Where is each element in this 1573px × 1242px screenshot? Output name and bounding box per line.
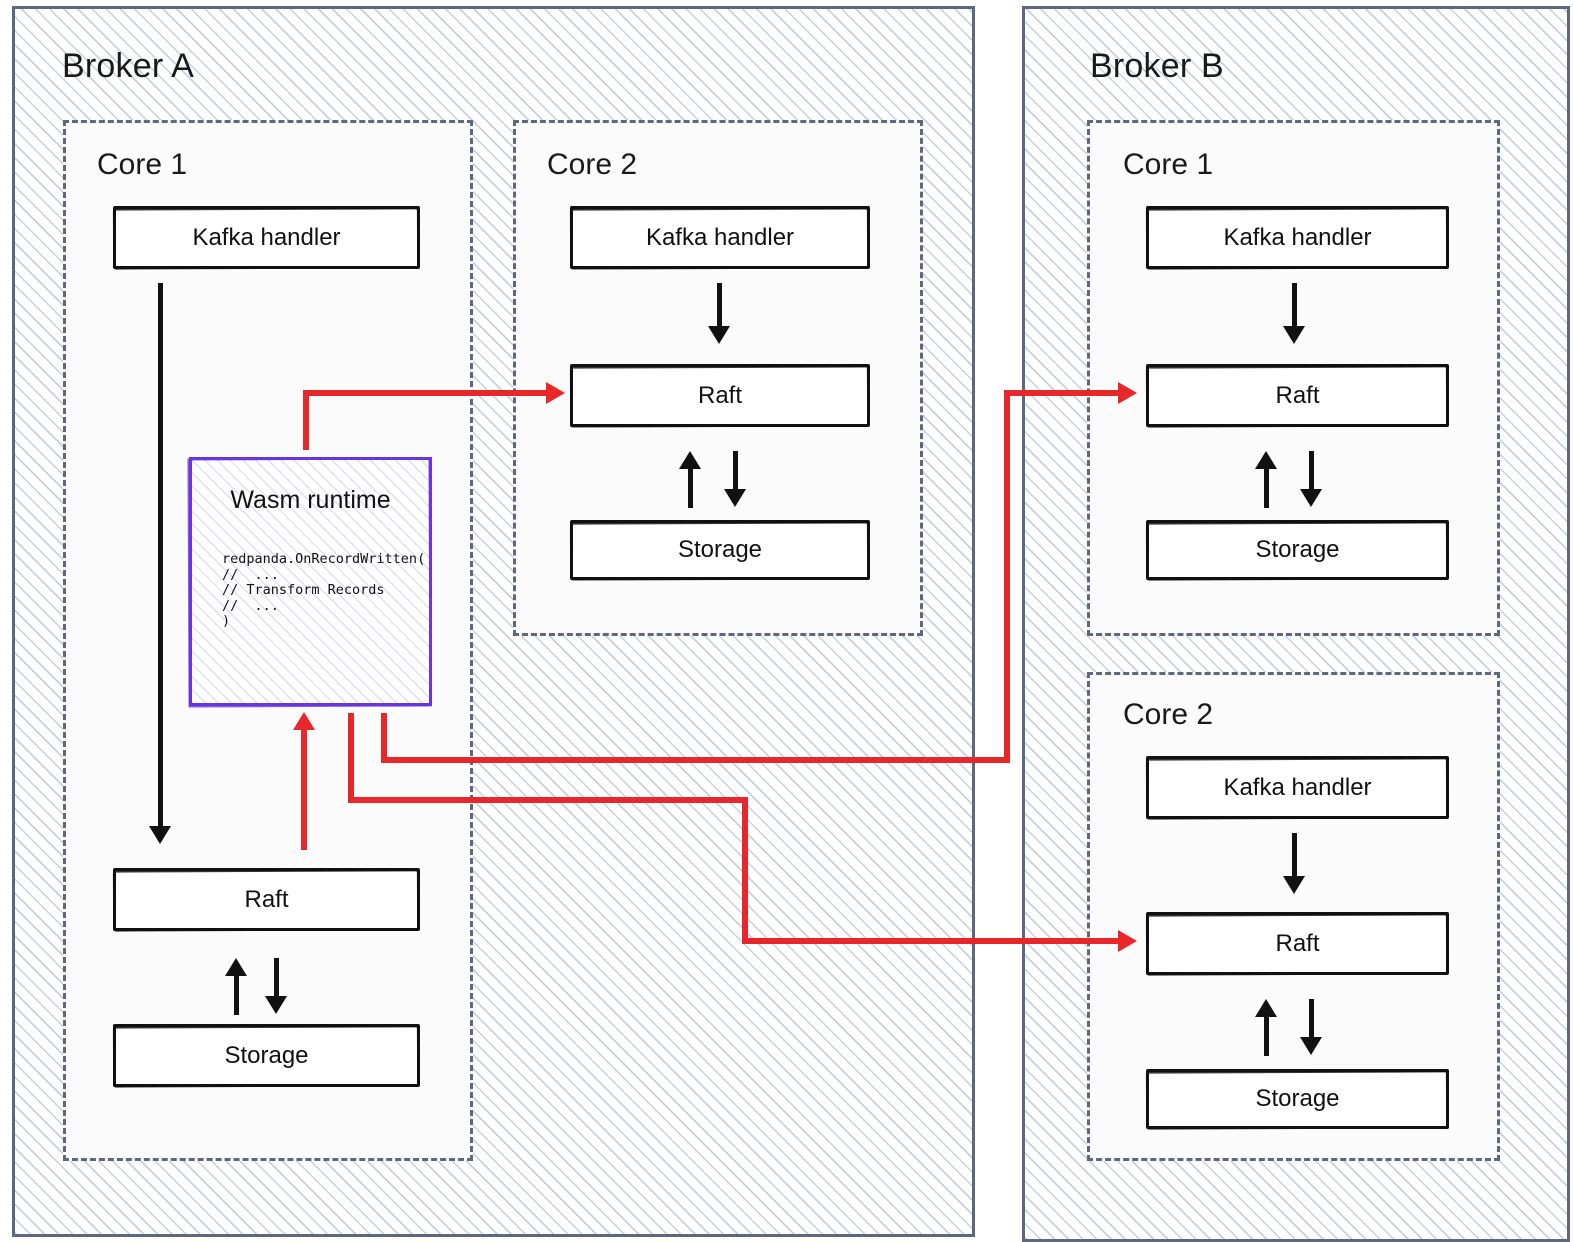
arrow-b1-raft-to-storage-shaft [1309,451,1314,491]
broker-a-title: Broker A [62,47,194,85]
box-b2-raft[interactable]: Raft [1146,912,1449,975]
arrow-b2-kafka-to-raft-head [1283,876,1305,894]
core-a-core-2-title: Core 2 [547,148,638,181]
arrow-b2-kafka-to-raft-shaft [1292,833,1297,878]
red-arrow-wasm-to-b1raft-v2 [1004,390,1010,763]
arrow-a2-kafka-to-raft-head [708,326,730,344]
arrow-b1-storage-to-raft-shaft [1264,468,1269,508]
arrow-a1-storage-to-raft-shaft [234,975,239,1015]
box-label: Kafka handler [645,223,795,251]
box-label: Storage [1255,1085,1340,1112]
box-label: Storage [224,1041,309,1069]
core-b-core-2-title: Core 2 [1123,698,1214,731]
box-a2-kafka-handler[interactable]: Kafka handler [570,206,870,269]
box-b2-storage[interactable]: Storage [1146,1069,1449,1129]
wasm-runtime-code: redpanda.OnRecordWritten( // ... // Tran… [222,551,426,629]
arrow-b2-storage-to-raft-shaft [1264,1016,1269,1056]
red-arrow-wasm-to-b1raft-v1 [381,713,387,763]
arrow-b1-raft-to-storage-head [1300,489,1322,507]
box-b1-storage[interactable]: Storage [1146,520,1449,580]
red-arrow-wasm-to-b2raft-h2 [742,938,1123,944]
box-b1-kafka-handler[interactable]: Kafka handler [1146,206,1449,269]
box-a2-raft[interactable]: Raft [570,364,870,427]
arrow-a1-raft-to-storage-head [265,996,287,1014]
wasm-runtime-box[interactable]: Wasm runtime redpanda.OnRecordWritten( /… [189,457,432,706]
box-b1-raft[interactable]: Raft [1146,364,1449,427]
arrow-a1-kafka-to-raft-head [149,826,171,844]
arrow-a1-raft-to-storage-shaft [274,958,279,998]
red-arrow-wasm-to-b2raft-v1 [348,713,354,803]
arrow-b1-kafka-to-raft-shaft [1292,283,1297,328]
red-arrow-wasm-to-b2raft-head [1118,930,1137,952]
wasm-runtime-title: Wasm runtime [230,486,391,514]
arrow-a2-raft-to-storage-shaft [733,451,738,491]
box-label: Kafka handler [1223,223,1372,251]
red-arrow-a1raft-to-wasm-head [293,712,315,730]
box-a1-storage[interactable]: Storage [113,1024,420,1087]
box-label: Raft [1275,381,1320,409]
arrow-b1-storage-to-raft-head [1255,451,1277,469]
red-arrow-a1raft-to-wasm-shaft [301,730,307,850]
red-arrow-wasm-to-b2raft-h1 [348,797,748,803]
arrow-b2-raft-to-storage-shaft [1309,999,1314,1039]
arrow-b1-kafka-to-raft-head [1283,326,1305,344]
box-label: Storage [677,536,763,563]
red-arrow-wasm-to-b1raft-head [1118,382,1137,404]
arrow-a1-storage-to-raft-head [225,958,247,976]
red-arrow-wasm-to-a2raft-horizontal [303,390,551,396]
red-arrow-wasm-to-b1raft-h1 [381,757,1010,763]
arrow-b2-storage-to-raft-head [1255,999,1277,1017]
core-b-core-1-title: Core 1 [1123,148,1214,181]
box-a1-raft[interactable]: Raft [113,868,420,931]
red-arrow-wasm-to-b2raft-v2 [742,797,748,941]
arrow-a1-kafka-to-raft-shaft [158,283,163,828]
red-arrow-wasm-to-b1raft-h2 [1004,390,1123,396]
red-arrow-wasm-to-a2raft-vertical [303,390,309,450]
arrow-a2-kafka-to-raft-shaft [717,283,722,328]
red-arrow-wasm-to-a2raft-head [546,382,565,404]
box-label: Raft [244,885,289,913]
arrow-a2-storage-to-raft-head [679,451,701,469]
box-label: Raft [697,381,742,409]
box-b2-kafka-handler[interactable]: Kafka handler [1146,756,1449,819]
arrow-a2-raft-to-storage-head [724,489,746,507]
box-label: Raft [1275,929,1320,957]
arrow-b2-raft-to-storage-head [1300,1037,1322,1055]
box-label: Kafka handler [192,223,341,251]
box-label: Storage [1255,536,1340,563]
box-a1-kafka-handler[interactable]: Kafka handler [113,206,420,269]
core-a-core-1-title: Core 1 [97,148,188,181]
broker-b-title: Broker B [1090,47,1224,85]
box-label: Kafka handler [1223,773,1372,801]
arrow-a2-storage-to-raft-shaft [688,468,693,508]
box-a2-storage[interactable]: Storage [570,520,870,580]
